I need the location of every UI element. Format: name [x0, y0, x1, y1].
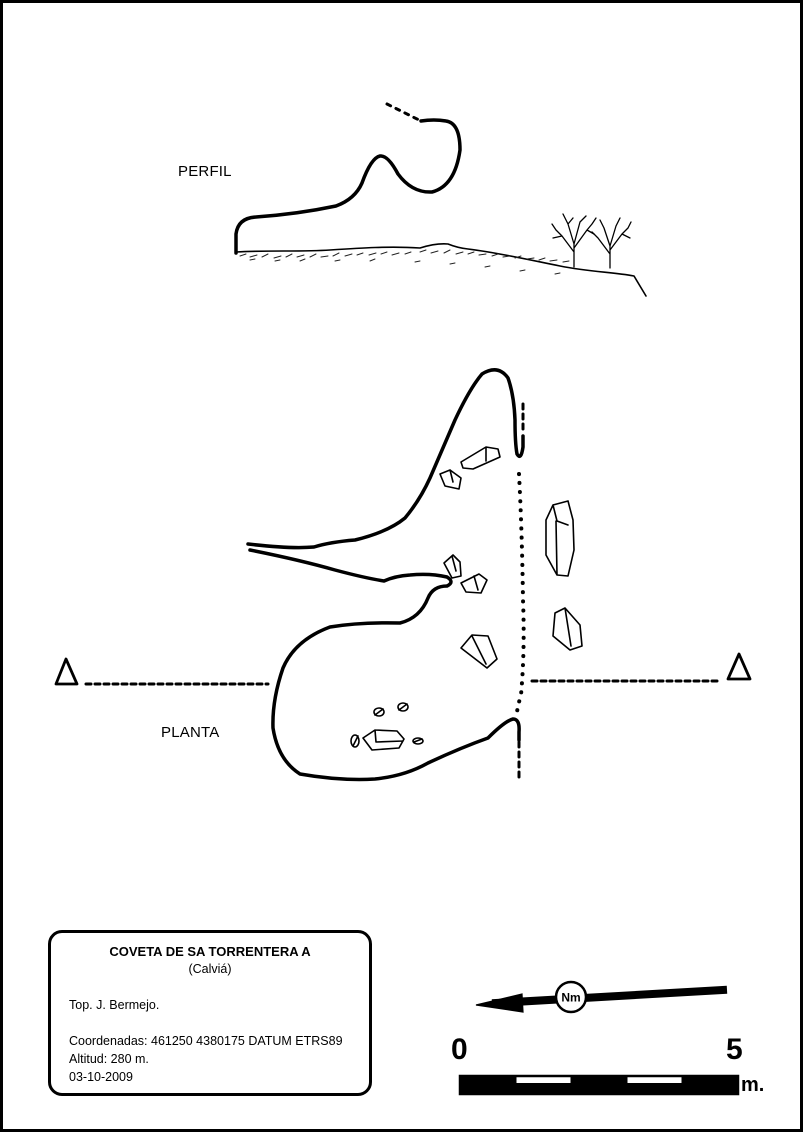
- profile-label: PERFIL: [178, 163, 232, 180]
- scale-segment-5: [681, 1075, 739, 1095]
- scale-bar: [458, 1074, 740, 1096]
- survey-date: 03-10-2009: [69, 1070, 133, 1084]
- profile-vegetation: [551, 213, 632, 269]
- altitude: Altitud: 280 m.: [69, 1052, 149, 1066]
- plan-label: PLANTA: [161, 724, 220, 741]
- boulders: [350, 446, 583, 751]
- info-box: COVETA DE SA TORRENTERA A (Calviá) Top. …: [48, 930, 372, 1096]
- cave-outline-upper-arm: [246, 368, 525, 550]
- topographer: Top. J. Bermejo.: [69, 998, 160, 1012]
- coordinates: Coordenadas: 461250 4380175 DATUM ETRS89: [69, 1034, 343, 1048]
- scale-start-label: 0: [451, 1033, 468, 1066]
- plan-section: [54, 368, 752, 782]
- cave-name: COVETA DE SA TORRENTERA A: [109, 944, 311, 959]
- scale-segment-4: [627, 1083, 682, 1094]
- section-marker-right-icon: [726, 652, 752, 681]
- profile-section: [234, 102, 647, 297]
- ground-line: [235, 243, 647, 297]
- scale-segment-1: [459, 1075, 517, 1095]
- ground-texture: [239, 249, 570, 275]
- scale-segment-2: [516, 1083, 571, 1094]
- north-circle-icon: [554, 980, 588, 1014]
- north-arrow-head-icon: [475, 993, 524, 1013]
- profile-outline: [234, 118, 462, 255]
- section-marker-left-icon: [54, 657, 79, 686]
- scale-unit-label: m.: [741, 1074, 765, 1096]
- north-arrow: [475, 980, 728, 1014]
- scale-segment-3: [570, 1075, 628, 1095]
- north-label: Nm: [561, 991, 580, 1005]
- cave-outline-lower-chamber: [248, 548, 521, 782]
- north-arrow-shaft: [491, 985, 728, 1008]
- dripline-dotted: [515, 472, 526, 714]
- scale-end-label: 5: [726, 1033, 743, 1066]
- municipality: (Calviá): [188, 962, 232, 976]
- profile-dotted-extension: [385, 102, 423, 123]
